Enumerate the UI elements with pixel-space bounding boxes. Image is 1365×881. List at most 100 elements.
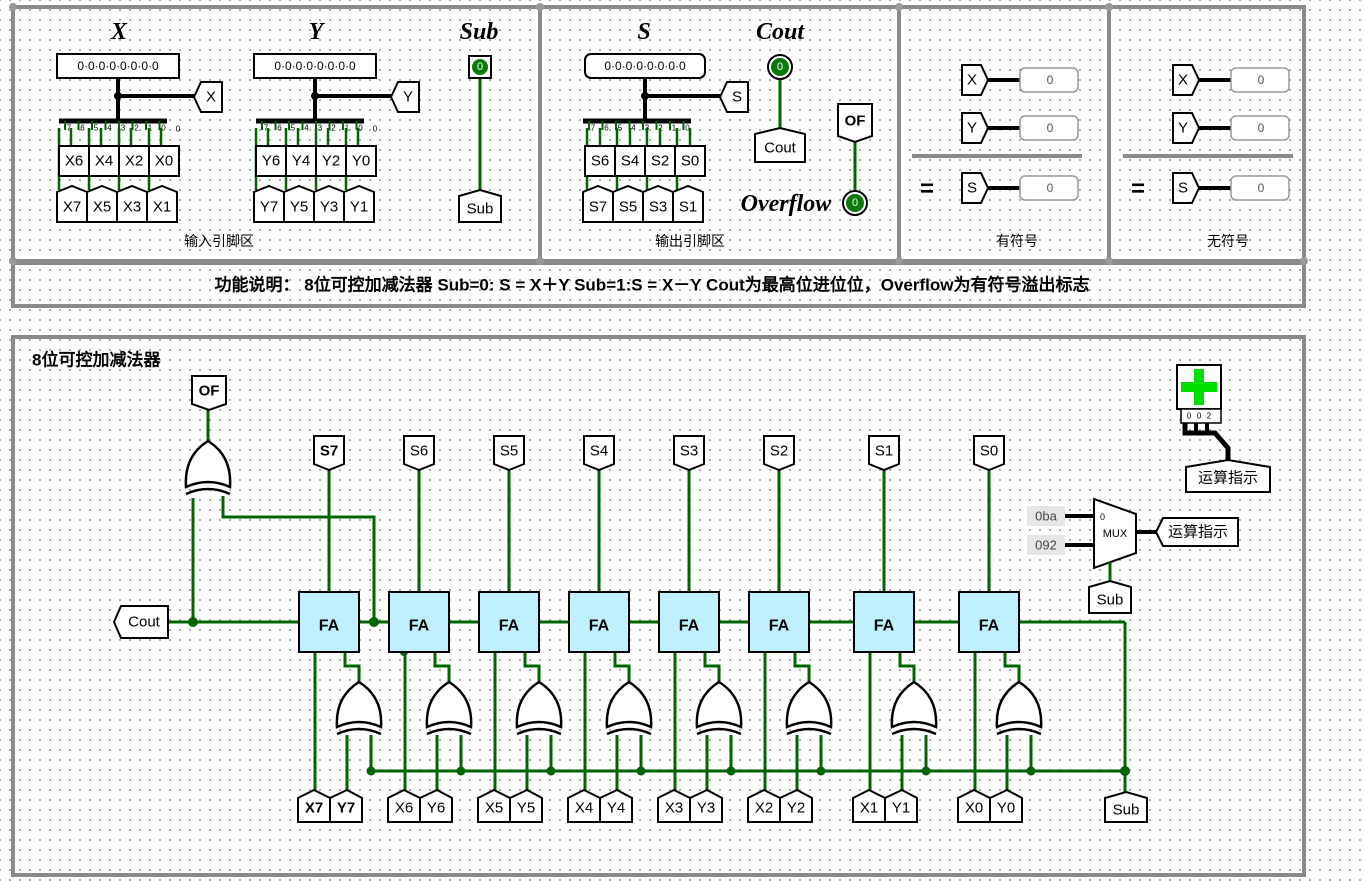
- s-bus-value[interactable]: 0·0·0·0·0·0·0·0: [584, 53, 706, 79]
- unsigned-tunnel-Y[interactable]: Y: [1172, 112, 1201, 144]
- y-pin-Y7[interactable]: Y7: [253, 184, 285, 223]
- y-bus-value[interactable]: 0·0·0·0·0·0·0·0: [253, 53, 377, 79]
- x-bus-value-value: 0·0·0·0·0·0·0·0: [77, 59, 159, 73]
- sum-output-S3[interactable]: S3: [673, 435, 705, 472]
- y-input-label: Y0: [997, 800, 1015, 817]
- x-pin-X5[interactable]: X5: [86, 184, 118, 223]
- sum-output-S5[interactable]: S5: [493, 435, 525, 472]
- full-adder-label: FA: [679, 618, 700, 635]
- x-input-X6[interactable]: X6: [387, 788, 421, 823]
- y-pin-label: Y5: [290, 199, 308, 216]
- full-adder-4: FA: [568, 591, 630, 653]
- s-pin-S1: S1: [672, 184, 704, 223]
- y-input-Y0[interactable]: Y0: [989, 788, 1023, 823]
- y-input-Y7[interactable]: Y7: [329, 788, 363, 823]
- y-input-Y4[interactable]: Y4: [599, 788, 633, 823]
- sum-output-S1[interactable]: S1: [868, 435, 900, 472]
- y-pin-Y5[interactable]: Y5: [283, 184, 315, 223]
- full-adder-label: FA: [499, 618, 520, 635]
- sub-toggle[interactable]: 0: [468, 55, 492, 79]
- s-tunnel[interactable]: S: [718, 81, 749, 113]
- x-pin-X1[interactable]: X1: [146, 184, 178, 223]
- sum-output-S0[interactable]: S0: [973, 435, 1005, 472]
- y-input-Y1[interactable]: Y1: [884, 788, 918, 823]
- sub-toggle-value: 0: [477, 61, 483, 73]
- x-input-X7[interactable]: X7: [297, 788, 331, 823]
- of-output-main[interactable]: OF: [191, 375, 227, 412]
- s-bit-index: 5: [618, 124, 623, 133]
- signed-probe-S: 0: [1019, 175, 1079, 201]
- s-pin-label: S2: [651, 153, 669, 170]
- sum-output-S4[interactable]: S4: [583, 435, 615, 472]
- unsigned-tunnel-X[interactable]: X: [1172, 64, 1201, 96]
- mux-label: MUX: [1103, 528, 1128, 540]
- x-pin-X2[interactable]: X2: [118, 145, 150, 177]
- x-input-label: X6: [395, 800, 413, 817]
- y-pin-Y6[interactable]: Y6: [255, 145, 287, 177]
- y-pin-Y0[interactable]: Y0: [345, 145, 377, 177]
- x-input-X3[interactable]: X3: [657, 788, 691, 823]
- x-pin-X6[interactable]: X6: [58, 145, 90, 177]
- x-input-X0[interactable]: X0: [957, 788, 991, 823]
- sum-output-S7[interactable]: S7: [313, 435, 345, 472]
- x-pin-label: X1: [153, 199, 171, 216]
- input-xor-gate-1: [890, 680, 938, 736]
- s-pin-label: S4: [621, 153, 639, 170]
- x-pin-X7[interactable]: X7: [56, 184, 88, 223]
- y-tunnel[interactable]: Y: [389, 81, 420, 113]
- y-input-label: Y2: [787, 800, 805, 817]
- signed-tunnel-S[interactable]: S: [961, 172, 990, 204]
- cout-output-main[interactable]: Cout: [112, 605, 169, 639]
- description-text: 功能说明： 8位可控加减法器 Sub=0: S = X＋Y Sub=1:S = …: [215, 275, 1090, 295]
- main-circuit: 8位可控加减法器: [32, 350, 1130, 792]
- y-input-Y3[interactable]: Y3: [689, 788, 723, 823]
- y-input-Y2[interactable]: Y2: [779, 788, 813, 823]
- unsigned-probe-S: 0: [1230, 175, 1290, 201]
- full-adder-label: FA: [319, 618, 340, 635]
- x-input-X4[interactable]: X4: [567, 788, 601, 823]
- mux-sub-input[interactable]: Sub: [1088, 579, 1132, 614]
- y-pin-Y3[interactable]: Y3: [313, 184, 345, 223]
- y-pin-Y4[interactable]: Y4: [285, 145, 317, 177]
- x-tunnel[interactable]: X: [192, 81, 223, 113]
- overflow-xor-gate: [184, 439, 232, 496]
- x-input-label: X3: [665, 800, 683, 817]
- x-pin-X0[interactable]: X0: [148, 145, 180, 177]
- signed-tunnel-X[interactable]: X: [961, 64, 990, 96]
- x-pin-X3[interactable]: X3: [116, 184, 148, 223]
- signed-probe-X-value: 0: [1047, 73, 1054, 87]
- x-input-X1[interactable]: X1: [852, 788, 886, 823]
- x-input-X5[interactable]: X5: [477, 788, 511, 823]
- x-input-X2[interactable]: X2: [747, 788, 781, 823]
- x-pin-X4[interactable]: X4: [88, 145, 120, 177]
- s-pin-S4: S4: [614, 145, 646, 177]
- unsigned-tunnel-S[interactable]: S: [1172, 172, 1201, 204]
- y-input-Y6[interactable]: Y6: [419, 788, 453, 823]
- sub-tunnel-top[interactable]: Sub: [458, 188, 502, 223]
- s-bit-index: 4: [631, 124, 636, 133]
- x-pin-label: X7: [63, 199, 81, 216]
- y-input-Y5[interactable]: Y5: [509, 788, 543, 823]
- overflow-title: Overflow: [741, 191, 833, 217]
- x-bus-value[interactable]: 0·0·0·0·0·0·0·0: [56, 53, 180, 79]
- cout-tunnel-top[interactable]: Cout: [754, 126, 806, 163]
- signed-equals: =: [920, 176, 934, 203]
- signed-panel: =有符号: [912, 78, 1082, 249]
- s-pin-label: S0: [681, 153, 699, 170]
- signed-tunnel-Y[interactable]: Y: [961, 112, 990, 144]
- of-tunnel-top[interactable]: OF: [837, 103, 873, 144]
- y-bit-index: 5: [291, 124, 296, 133]
- y-pin-Y2[interactable]: Y2: [315, 145, 347, 177]
- full-adder-2: FA: [748, 591, 810, 653]
- sum-output-S6[interactable]: S6: [403, 435, 435, 472]
- x-bit-index: 2: [134, 124, 139, 133]
- y-bit-index: 7: [264, 124, 269, 133]
- y-pin-Y1[interactable]: Y1: [343, 184, 375, 223]
- y-bus-value-value: 0·0·0·0·0·0·0·0: [274, 59, 356, 73]
- s-pin-S7: S7: [582, 184, 614, 223]
- sum-output-S2[interactable]: S2: [763, 435, 795, 472]
- sub-input-main[interactable]: Sub: [1104, 790, 1148, 823]
- s-bit-index: 1: [672, 124, 677, 133]
